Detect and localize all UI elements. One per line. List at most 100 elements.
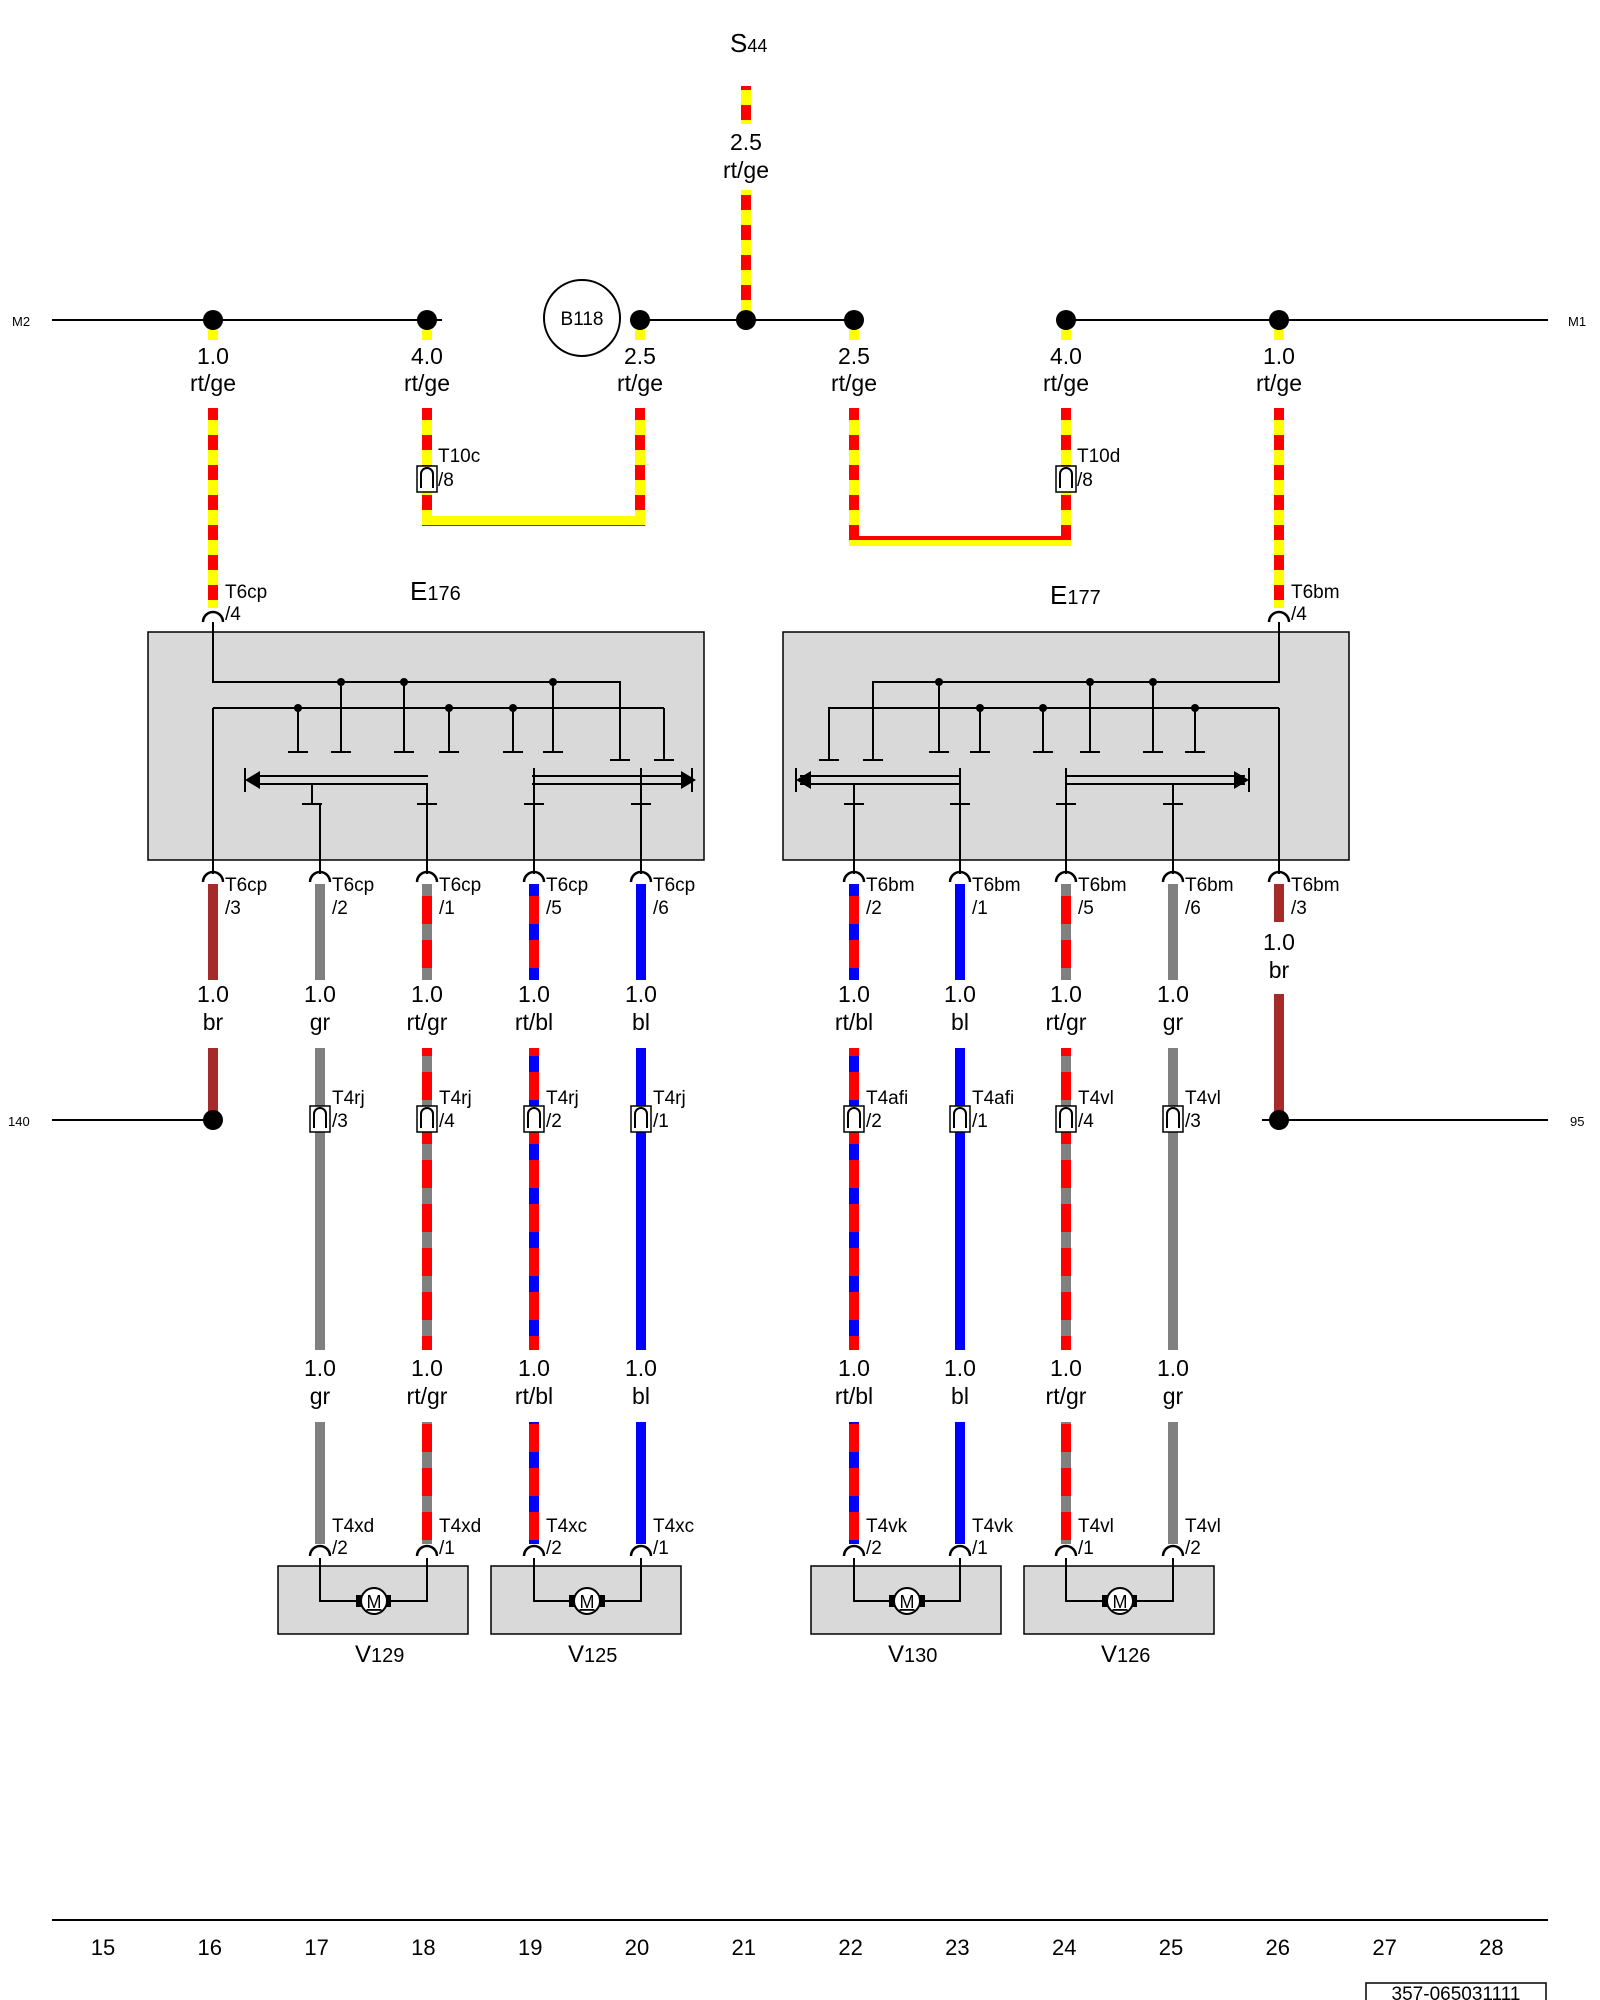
splice-dot [630, 310, 650, 330]
pin-receptacle-icon [1267, 870, 1291, 883]
wire-bl [955, 1422, 965, 1544]
motor-icon [1106, 1587, 1134, 1615]
pin-receptacle-icon [629, 1544, 653, 1557]
wire-color: rt/ge [1043, 370, 1089, 396]
wire-color: br [1269, 957, 1290, 983]
wire-size: 1.0 [625, 1355, 657, 1381]
splice-dot [203, 310, 223, 330]
connector-name: T10c [438, 446, 480, 467]
wire-rtgr [1061, 1422, 1071, 1544]
doc-number: 357-065031111 [1392, 1984, 1521, 2000]
wire-size: 1.0 [944, 1355, 976, 1381]
connector-pin: /4 [439, 1111, 455, 1132]
inline-connector-icon [949, 1105, 971, 1133]
wire-rtgr [422, 1048, 432, 1350]
pin-receptacle-icon [308, 1544, 332, 1557]
connector-pin: /2 [866, 1111, 882, 1132]
connector-name: T4xd [439, 1516, 481, 1537]
column-number: 25 [1159, 1935, 1183, 1960]
connector-name: T4rj [439, 1088, 472, 1109]
wire-bl [636, 1048, 646, 1350]
pin-receptacle-icon [1267, 610, 1291, 623]
wire-size: 1.0 [304, 981, 336, 1007]
wire-rtgr [422, 1422, 432, 1544]
motor-v130: M [810, 1558, 1002, 1635]
connector-name: T4xc [546, 1516, 587, 1537]
wire-size: 2.5 [838, 343, 870, 369]
connector-pin: /2 [866, 1538, 882, 1559]
motor-icon [893, 1587, 921, 1615]
pin-receptacle-icon [415, 870, 439, 883]
wire-color: rt/ge [617, 370, 663, 396]
pin-receptacle-icon [415, 1544, 439, 1557]
motor-v126: M [1023, 1558, 1215, 1635]
connector-name: T6bm [1185, 875, 1234, 896]
wire-color: rt/ge [190, 370, 236, 396]
connector-name: T6cp [225, 582, 267, 603]
wire-size: 1.0 [1263, 929, 1295, 955]
connector-name: T4xd [332, 1516, 374, 1537]
wire-size: 1.0 [197, 343, 229, 369]
inline-connector-icon [416, 465, 438, 493]
connector-pin: /6 [1185, 898, 1201, 919]
connector-pin: /1 [439, 1538, 455, 1559]
wire-color: br [203, 1009, 224, 1035]
wire-color: rt/gr [407, 1383, 448, 1409]
connector-pin: /4 [225, 604, 241, 625]
connector-pin: /2 [332, 1538, 348, 1559]
wire-br [208, 1048, 218, 1120]
edge-ref-mid-left: 140 [8, 1114, 30, 1129]
wire-bl [636, 1422, 646, 1544]
splice-dot [417, 310, 437, 330]
column-number: 22 [838, 1935, 862, 1960]
connector-name: T4afi [972, 1088, 1014, 1109]
pin-receptacle-icon [629, 870, 653, 883]
wire-color: rt/bl [515, 1383, 553, 1409]
connector-pin: /8 [438, 470, 454, 491]
wire-color: gr [310, 1383, 331, 1409]
connector-name: T4vk [972, 1516, 1014, 1537]
column-number: 20 [625, 1935, 649, 1960]
connector-pin: /4 [1078, 1111, 1094, 1132]
inline-connector-icon [630, 1105, 652, 1133]
wire-size: 1.0 [1263, 343, 1295, 369]
wire-rtgr [1061, 884, 1071, 980]
wire-size: 1.0 [304, 1355, 336, 1381]
wire-rtgr [422, 884, 432, 980]
wire-gr [1168, 1422, 1178, 1544]
wire-stub [849, 330, 859, 340]
connector-name: T6cp [439, 875, 481, 896]
wire-size: 1.0 [1157, 981, 1189, 1007]
wire-gr [315, 1048, 325, 1350]
pin-receptacle-icon [842, 1544, 866, 1557]
wire-rtbl [849, 1048, 859, 1350]
ground-point: B118 [543, 279, 621, 357]
connector-pin: /1 [439, 898, 455, 919]
connector-pin: /3 [1291, 898, 1307, 919]
connector-name: T4rj [653, 1088, 686, 1109]
splice-dot [1269, 310, 1289, 330]
splice-dot [1269, 1110, 1289, 1130]
wire-stub [1061, 330, 1071, 340]
connector-name: T4afi [866, 1088, 908, 1109]
pin-receptacle-icon [201, 610, 225, 623]
wire-rtbl [529, 1048, 539, 1350]
connector-pin: /6 [653, 898, 669, 919]
inline-connector-icon [416, 1105, 438, 1133]
connector-pin: /5 [546, 898, 562, 919]
edge-ref-top-right: M1 [1568, 314, 1586, 329]
wire-color: rt/gr [1046, 1009, 1087, 1035]
motor-v125: M [490, 1558, 682, 1635]
svg-text:M: M [580, 1592, 595, 1612]
svg-text:B118: B118 [561, 309, 604, 330]
wire-stub [635, 330, 645, 340]
motor-icon [360, 1587, 388, 1615]
column-number: 21 [732, 1935, 756, 1960]
connector-name: T6bm [1291, 582, 1340, 603]
wire-rtge [849, 408, 859, 546]
pin-receptacle-icon [1161, 870, 1185, 883]
connector-name: T6cp [225, 875, 267, 896]
connector-pin: /2 [866, 898, 882, 919]
wire-gr [315, 884, 325, 980]
